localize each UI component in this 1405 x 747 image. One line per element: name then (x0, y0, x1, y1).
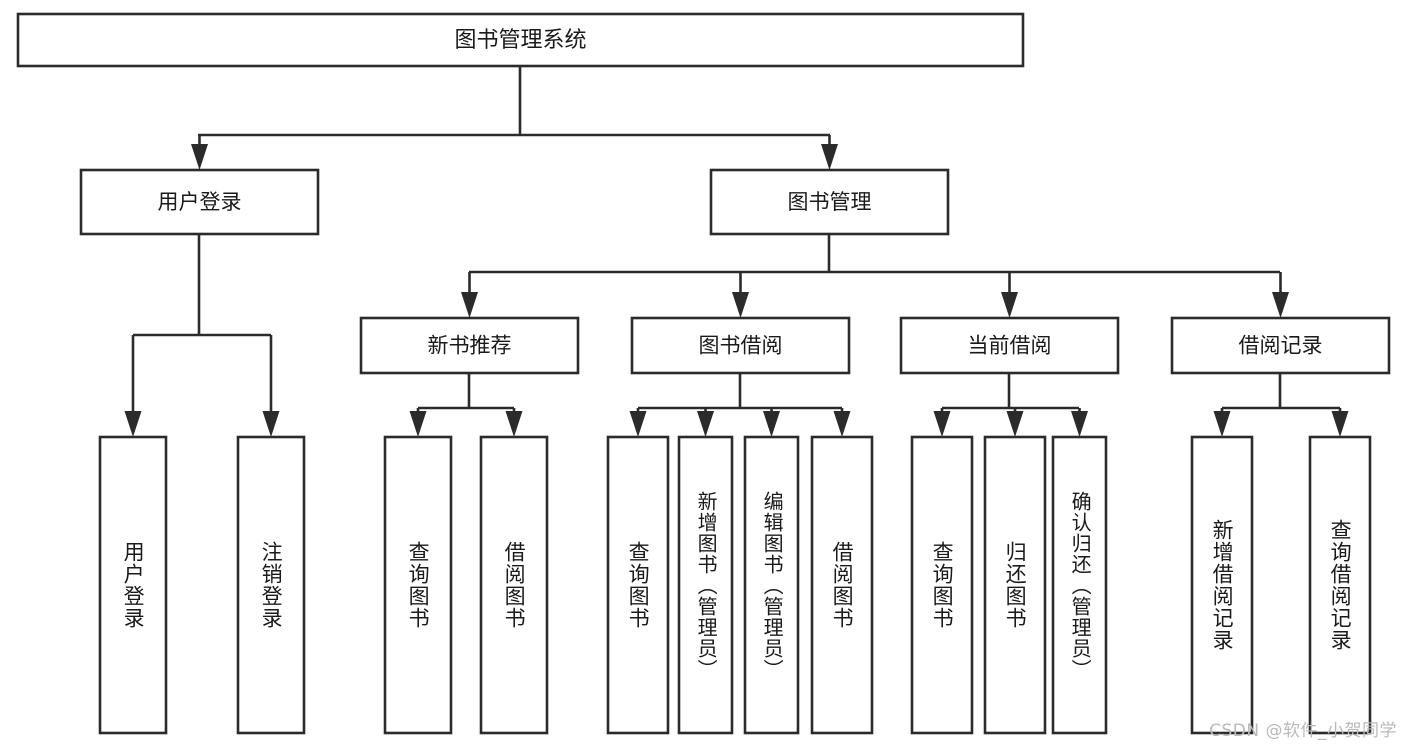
node-box-leaf-confirm-return-admin[interactable] (1051, 435, 1108, 735)
arrowhead-leaf-user-login (124, 411, 142, 437)
arrowhead-leaf-query-book-borrow (629, 411, 647, 437)
node-box-leaf-query-book-rec[interactable] (383, 435, 453, 735)
node-box-leaf-add-book-admin[interactable] (677, 435, 734, 735)
node-root[interactable]: 图书管理系统 (16, 12, 1025, 68)
node-box-leaf-borrow-book-rec[interactable] (479, 435, 549, 735)
arrowhead-leaf-query-book-rec (409, 411, 427, 437)
node-box-root[interactable] (16, 12, 1025, 68)
node-leaf-borrow-book-rec[interactable] (479, 435, 549, 735)
arrowhead-leaf-query-book-current (933, 411, 951, 437)
node-box-current-borrow[interactable] (899, 316, 1120, 375)
node-label-new-book-recommend: 新书推荐 (428, 334, 512, 358)
arrowhead-borrow-record (1272, 292, 1289, 318)
arrowhead-current-borrow (1001, 292, 1018, 318)
arrowhead-leaf-confirm-return-admin (1071, 411, 1088, 437)
watermark-text: CSDN @软件_小贺同学 (1209, 721, 1397, 741)
connector-layer (124, 66, 1349, 437)
node-box-borrow-record[interactable] (1170, 316, 1391, 375)
arrowhead-leaf-edit-book-admin (763, 411, 780, 437)
node-box-leaf-user-login[interactable] (98, 435, 168, 735)
arrowhead-leaf-borrow-book-rec (505, 411, 523, 437)
node-box-book-borrow[interactable] (630, 316, 851, 375)
node-box-leaf-add-borrow-record[interactable] (1190, 435, 1254, 735)
node-leaf-query-book-borrow[interactable] (606, 435, 670, 735)
node-label-book-management: 图书管理 (788, 190, 872, 214)
node-leaf-edit-book-admin[interactable] (743, 435, 800, 735)
node-label-book-borrow: 图书借阅 (699, 334, 783, 358)
node-label-borrow-record: 借阅记录 (1239, 334, 1323, 358)
node-leaf-query-book-rec[interactable] (383, 435, 453, 735)
node-leaf-return-book[interactable] (983, 435, 1047, 735)
node-box-leaf-query-book-current[interactable] (910, 435, 974, 735)
arrowhead-new-book-recommend (461, 292, 478, 318)
arrowhead-user-login (191, 144, 208, 170)
arrowhead-leaf-logout-login (262, 411, 280, 437)
arrowhead-book-borrow (732, 292, 749, 318)
node-current-borrow[interactable]: 当前借阅 (899, 316, 1120, 375)
node-box-leaf-query-book-borrow[interactable] (606, 435, 670, 735)
arrowhead-leaf-query-borrow-record (1331, 411, 1349, 437)
node-box-leaf-return-book[interactable] (983, 435, 1047, 735)
arrowhead-leaf-add-borrow-record (1213, 411, 1231, 437)
node-box-leaf-logout-login[interactable] (236, 435, 306, 735)
node-leaf-logout-login[interactable] (236, 435, 306, 735)
arrowhead-leaf-return-book (1006, 411, 1024, 437)
node-label-current-borrow: 当前借阅 (968, 334, 1052, 358)
node-box-leaf-query-borrow-record[interactable] (1308, 435, 1372, 735)
arrowhead-leaf-add-book-admin (697, 411, 714, 437)
node-box-leaf-edit-book-admin[interactable] (743, 435, 800, 735)
node-borrow-record[interactable]: 借阅记录 (1170, 316, 1391, 375)
node-new-book-recommend[interactable]: 新书推荐 (359, 316, 580, 375)
node-leaf-user-login[interactable] (98, 435, 168, 735)
arrowhead-leaf-borrow-book (833, 411, 851, 437)
arrowhead-book-management (821, 144, 838, 170)
node-book-borrow[interactable]: 图书借阅 (630, 316, 851, 375)
node-book-management[interactable]: 图书管理 (709, 168, 950, 236)
node-label-user-login: 用户登录 (158, 190, 242, 214)
node-leaf-add-book-admin[interactable] (677, 435, 734, 735)
node-box-book-management[interactable] (709, 168, 950, 236)
node-leaf-query-book-current[interactable] (910, 435, 974, 735)
node-box-leaf-borrow-book[interactable] (810, 435, 874, 735)
node-leaf-add-borrow-record[interactable] (1190, 435, 1254, 735)
node-box-new-book-recommend[interactable] (359, 316, 580, 375)
node-leaf-confirm-return-admin[interactable] (1051, 435, 1108, 735)
node-user-login[interactable]: 用户登录 (79, 168, 320, 236)
node-box-user-login[interactable] (79, 168, 320, 236)
node-leaf-borrow-book[interactable] (810, 435, 874, 735)
node-leaf-query-borrow-record[interactable] (1308, 435, 1372, 735)
node-label-root: 图书管理系统 (454, 28, 586, 53)
